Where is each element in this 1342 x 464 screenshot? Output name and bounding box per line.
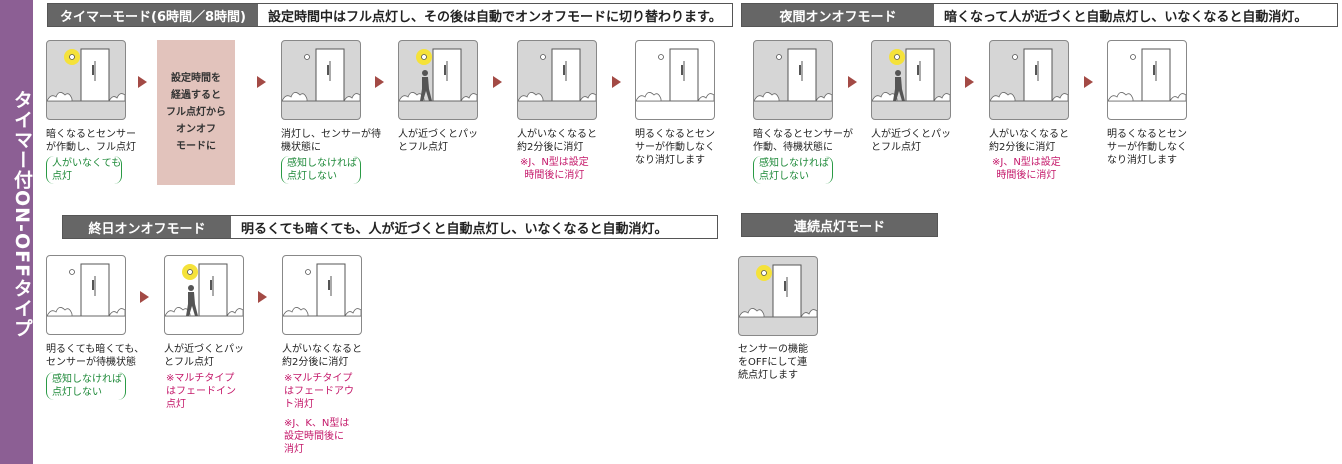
caption-allday-3: 人がいなくなると 約2分後に消灯 <box>282 344 362 368</box>
scene-panel-night-3 <box>989 40 1069 120</box>
header-night-desc: 暗くなって人が近づくと自動点灯し、いなくなると自動消灯。 <box>934 4 1337 26</box>
caption-timer-3: 人が近づくとパッ とフル点灯 <box>398 129 478 153</box>
scene-panel-timer-4 <box>517 40 597 120</box>
arrow-icon <box>258 291 267 303</box>
note-bracket <box>46 372 126 400</box>
header-allday-tag: 終日オンオフモード <box>63 216 231 238</box>
caption-allday-1: 明るくても暗くても、 センサーが待機状態 <box>46 344 145 368</box>
caption-night-3: 人がいなくなると 約2分後に消灯 <box>989 129 1069 153</box>
note-allday-1: 感知しなければ 点灯しない <box>52 374 122 398</box>
caption-timer-1: 暗くなるとセンサー が作動し、フル点灯 <box>46 129 136 153</box>
arrow-icon <box>1084 76 1093 88</box>
header-timer-tag: タイマーモード(6時間／8時間) <box>48 4 258 26</box>
timer-switch-box: 設定時間を 経過すると フル点灯から オンオフ モードに <box>157 40 235 185</box>
arrow-icon <box>138 76 147 88</box>
caption-night-1: 暗くなるとセンサーが 作動、待機状態に <box>753 129 853 153</box>
note-timer-1: 人がいなくても 点灯 <box>52 158 122 182</box>
arrow-icon <box>965 76 974 88</box>
scene-panel-night-2 <box>871 40 951 120</box>
header-timer-mode: タイマーモード(6時間／8時間) 設定時間中はフル点灯し、その後は自動でオンオフ… <box>47 3 733 27</box>
scene-panel-allday-1 <box>46 255 126 335</box>
note-timer-2: 感知しなければ 点灯しない <box>287 158 357 182</box>
arrow-icon <box>493 76 502 88</box>
scene-panel-allday-3 <box>282 255 362 335</box>
arrow-icon <box>375 76 384 88</box>
header-night-tag: 夜間オンオフモード <box>742 4 934 26</box>
header-allday-mode: 終日オンオフモード 明るくても暗くても、人が近づくと自動点灯し、いなくなると自動… <box>62 215 718 239</box>
header-timer-desc: 設定時間中はフル点灯し、その後は自動でオンオフモードに切り替わります。 <box>258 4 732 26</box>
arrow-icon <box>140 291 149 303</box>
arrow-icon <box>848 76 857 88</box>
arrow-icon <box>257 76 266 88</box>
scene-panel-timer-3 <box>398 40 478 120</box>
arrow-icon <box>612 76 621 88</box>
caption-continuous: センサーの機能 をOFFにして連 続点灯します <box>738 344 808 381</box>
note-bracket <box>281 156 361 184</box>
header-continuous-mode: 連続点灯モード <box>741 213 938 237</box>
warning-allday-2: ※マルチタイプ はフェードイン 点灯 <box>166 373 236 410</box>
scene-panel-allday-2 <box>164 255 244 335</box>
sidebar: タイマー付ON-OFFタイプ <box>0 0 33 464</box>
warning-allday-3b: ※J、K、N型は 設定時間後に 消灯 <box>284 418 350 455</box>
scene-panel-timer-2 <box>281 40 361 120</box>
note-bracket <box>46 156 122 184</box>
scene-panel-continuous <box>738 256 818 336</box>
header-allday-desc: 明るくても暗くても、人が近づくと自動点灯し、いなくなると自動消灯。 <box>231 216 717 238</box>
warning-night-3: ※J、N型は設定 時間後に消灯 <box>992 157 1061 181</box>
caption-timer-5: 明るくなるとセン サーが作動しなく なり消灯します <box>635 129 715 166</box>
scene-panel-timer-5 <box>635 40 715 120</box>
caption-allday-2: 人が近づくとパッ とフル点灯 <box>164 344 244 368</box>
caption-timer-2: 消灯し、センサーが待 機状態に <box>281 129 381 153</box>
caption-night-2: 人が近づくとパッ とフル点灯 <box>871 129 951 153</box>
warning-timer-4: ※J、N型は設定 時間後に消灯 <box>520 157 589 181</box>
caption-timer-4: 人がいなくなると 約2分後に消灯 <box>517 129 597 153</box>
header-continuous-tag: 連続点灯モード <box>742 214 937 236</box>
header-night-mode: 夜間オンオフモード 暗くなって人が近づくと自動点灯し、いなくなると自動消灯。 <box>741 3 1338 27</box>
scene-panel-timer-1 <box>46 40 126 120</box>
note-bracket <box>753 156 833 184</box>
caption-night-4: 明るくなるとセン サーが作動しなく なり消灯します <box>1107 129 1187 166</box>
sidebar-title: タイマー付ON-OFFタイプ <box>11 90 33 339</box>
warning-allday-3a: ※マルチタイプ はフェードアウ ト消灯 <box>284 373 354 410</box>
scene-panel-night-1 <box>753 40 833 120</box>
note-night-1: 感知しなければ 点灯しない <box>759 158 829 182</box>
scene-panel-night-4 <box>1107 40 1187 120</box>
